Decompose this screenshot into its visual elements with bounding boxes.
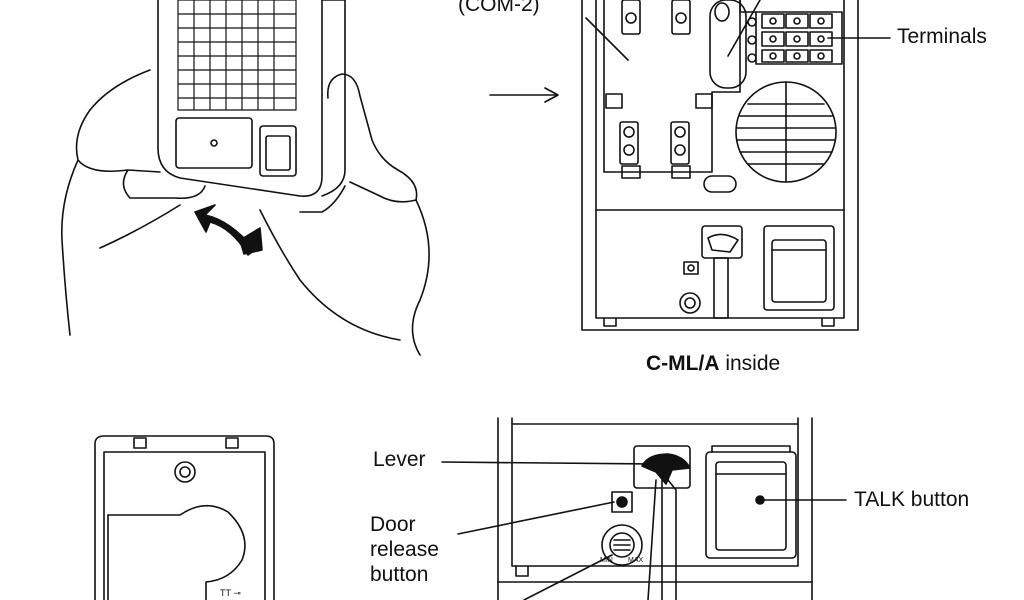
volume-max-label: MAX (628, 557, 644, 564)
talk-small (763, 225, 835, 311)
unit-inside (581, 0, 891, 331)
unit-in-hands (61, 0, 430, 356)
lever-label: Lever (373, 448, 426, 471)
inside-caption: C-ML/A inside (646, 352, 780, 376)
door-release-small (683, 261, 699, 275)
left-hand (61, 69, 206, 336)
unit-side (321, 0, 346, 197)
com2-label: (COM-2) (458, 0, 540, 16)
lever-leader (441, 461, 653, 465)
direction-arrow (489, 87, 559, 103)
inside-outer-case (581, 0, 859, 331)
terminal-screws (747, 13, 833, 63)
terminals-label: Terminals (897, 25, 987, 48)
lower-detail (441, 417, 847, 600)
talk-button-label: TALK button (854, 488, 970, 511)
volume-dial (601, 524, 643, 566)
caption-model: C-ML/A (646, 352, 720, 375)
caption-inside: inside (719, 352, 781, 375)
lower-panel-dot (210, 139, 218, 147)
svg-text:TT ⊸: TT ⊸ (220, 588, 241, 598)
volume-small (679, 292, 701, 314)
lever-handle (641, 453, 691, 485)
door-release-leader (457, 501, 615, 535)
lower-panel-left (175, 117, 253, 169)
terminals-leader-1 (727, 0, 761, 57)
inside-inner-frame (595, 0, 845, 319)
talk-button-outer (705, 451, 797, 559)
volume-min-label: MIN (600, 557, 613, 564)
back-plate: TT ⊸ (94, 435, 275, 600)
door-release-label: Door release button (370, 513, 439, 586)
round-speaker (735, 81, 837, 183)
talk-key-inner (265, 135, 291, 171)
com2-leader (585, 17, 629, 61)
talk-key (259, 125, 297, 177)
curved-arrow-tail (239, 227, 263, 255)
speaker-grille (177, 0, 297, 111)
com2-board (603, 0, 741, 173)
right-hand (259, 73, 430, 356)
back-plate-cutout (107, 504, 246, 600)
unit-body (157, 0, 323, 197)
volume-leader (523, 554, 613, 600)
